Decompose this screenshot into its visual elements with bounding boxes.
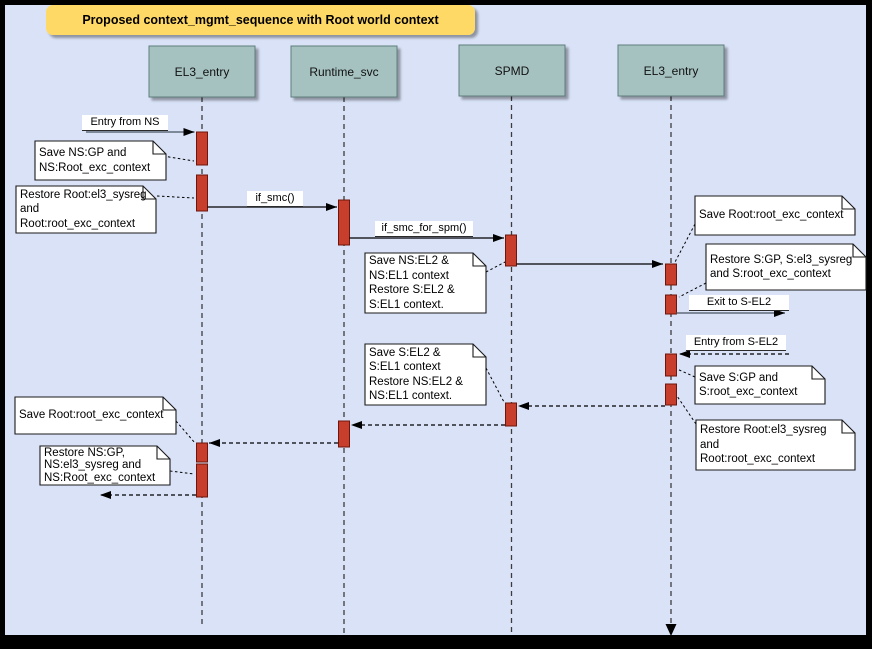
note-shape-n4	[694, 195, 856, 236]
activation-bar-el3l-3	[196, 442, 208, 463]
note-connector	[678, 282, 707, 298]
note-shape-n6	[694, 365, 826, 405]
activation-bar-el3r-4	[665, 383, 677, 406]
activation-bar-spmd-2	[505, 402, 517, 427]
note-shape-n3	[364, 252, 487, 314]
activation-bars	[196, 131, 677, 498]
message-label-exit-to-s-el2: Exit to S-EL2	[689, 295, 789, 311]
activation-bar-runtime-2	[338, 420, 350, 448]
note-shapes	[14, 140, 867, 486]
solid-messages	[86, 128, 785, 317]
title-box	[46, 5, 475, 35]
lifeline-headers	[148, 44, 725, 98]
note-connector	[485, 367, 505, 403]
lifeline-header-spmd: SPMD	[494, 63, 530, 78]
note-shape-n7	[695, 419, 856, 471]
lifeline-header-box-runtime-svc	[290, 45, 398, 98]
message-label-if-smc-for-spm: if_smc_for_spm()	[375, 221, 473, 237]
lifeline-header-box-el3-entry-right	[617, 44, 725, 97]
note-shape-n9	[14, 396, 177, 435]
lifeline-header-el3-entry-right: EL3_entry	[643, 63, 699, 78]
lifeline-header-runtime-svc: Runtime_svc	[309, 64, 379, 79]
note-save-root-exc-context-left: Save Root:root_exc_context	[19, 409, 164, 422]
lifeline-end-arrow-icon	[665, 624, 677, 636]
note-connector	[162, 155, 195, 162]
note-save-root-exc-context-right: Save Root:root_exc_context	[699, 209, 844, 222]
message-label-if-smc: if_smc()	[247, 191, 303, 207]
activation-bar-el3l-4	[196, 463, 208, 498]
activation-bar-el3r-1	[665, 263, 677, 286]
note-shape-n2	[15, 185, 157, 234]
activation-bar-spmd-1	[505, 234, 517, 267]
activation-bar-el3r-2	[665, 294, 677, 315]
note-shape-n1	[34, 140, 167, 181]
note-shape-n5	[705, 243, 867, 291]
message-label-entry-from-s-el2: Entry from S-EL2	[686, 335, 786, 351]
lifeline-header-el3-entry-left: EL3_entry	[174, 64, 230, 79]
note-connector	[676, 368, 696, 378]
note-shape-n8	[364, 343, 487, 406]
activation-bar-el3l-2	[196, 174, 208, 212]
dashed-messages	[100, 350, 789, 499]
message-label-entry-from-ns: Entry from NS	[82, 115, 168, 131]
note-connector	[169, 470, 195, 475]
note-shape-n10	[39, 445, 171, 486]
activation-bar-el3l-1	[196, 131, 208, 166]
note-connector	[156, 195, 195, 199]
diagram-title: Proposed context_mgmt_sequence with Root…	[82, 13, 439, 27]
activation-bar-runtime-1	[338, 199, 350, 246]
note-connectors	[156, 155, 707, 475]
activation-bar-el3r-3	[665, 353, 677, 377]
canvas-background	[5, 5, 866, 635]
note-connector	[485, 261, 506, 273]
note-connector	[676, 395, 697, 425]
lifeline-header-box-el3-entry-left	[148, 45, 256, 98]
lifeline-header-box-spmd	[458, 44, 566, 97]
